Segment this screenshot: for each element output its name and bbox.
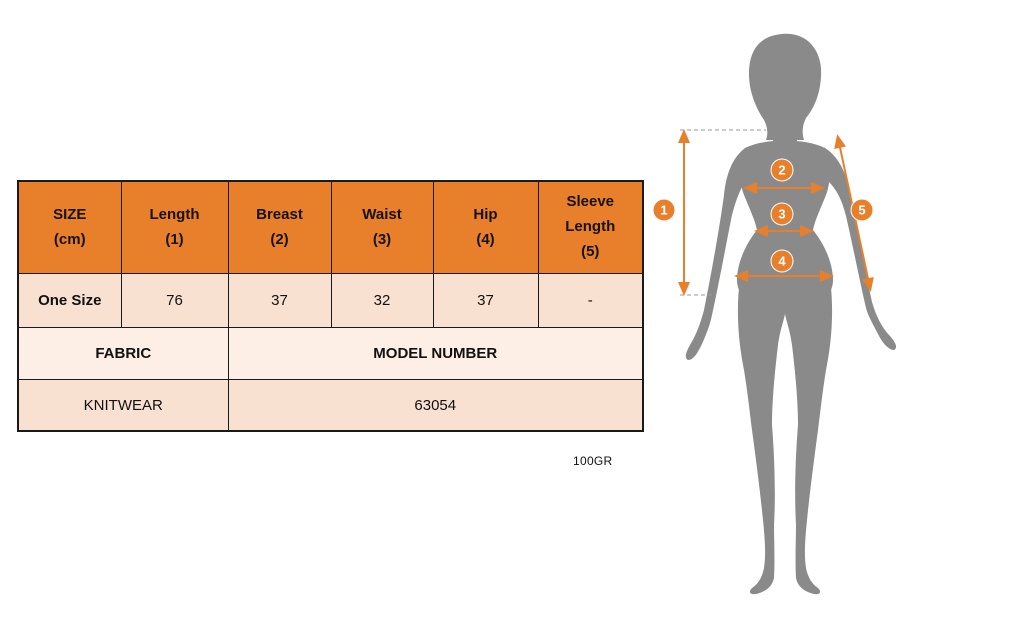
badge-2-number: 2 [778, 163, 785, 178]
cell-sleeve-value: - [537, 273, 644, 328]
figure-svg: 1 2 3 4 5 [652, 33, 897, 595]
table-row-labels: FABRIC MODEL NUMBER [17, 327, 644, 380]
table-row-fabric-values: KNITWEAR 63054 [17, 379, 644, 432]
cell-length-value: 76 [120, 273, 229, 328]
cell-hip-value: 37 [432, 273, 539, 328]
header-sleeve: Sleeve Length (5) [537, 180, 644, 274]
woman-silhouette [685, 33, 897, 595]
cell-waist-value: 32 [330, 273, 434, 328]
silhouette-right-leg [785, 278, 833, 595]
weight-note: 100GR [573, 454, 613, 468]
badge-2-breast: 2 [770, 158, 794, 182]
badge-5-number: 5 [858, 203, 865, 218]
model-number-value: 63054 [227, 379, 644, 432]
fabric-value: KNITWEAR [17, 379, 229, 432]
badge-5-sleeve: 5 [850, 198, 874, 222]
header-breast: Breast (2) [227, 180, 332, 274]
measure-badges: 1 2 3 4 5 [652, 158, 874, 273]
silhouette-left-leg [737, 278, 785, 595]
silhouette-right-arm [820, 148, 897, 350]
header-waist: Waist (3) [330, 180, 434, 274]
cell-breast-value: 37 [227, 273, 332, 328]
table-header-row: SIZE (cm) Length (1) Breast (2) Waist (3… [17, 180, 644, 274]
badge-3-number: 3 [778, 207, 785, 222]
badge-4-number: 4 [778, 254, 786, 269]
guide-lines [680, 129, 766, 296]
header-size: SIZE (cm) [17, 180, 122, 274]
badge-1-length: 1 [652, 198, 676, 222]
table-row-one-size: One Size 76 37 32 37 - [17, 273, 644, 328]
measurement-figure: 1 2 3 4 5 [640, 30, 940, 600]
cell-size-label: One Size [17, 273, 122, 328]
silhouette-head [749, 33, 822, 140]
size-table: SIZE (cm) Length (1) Breast (2) Waist (3… [17, 180, 644, 432]
model-number-label: MODEL NUMBER [227, 327, 644, 380]
badge-4-hip: 4 [770, 249, 794, 273]
header-hip: Hip (4) [432, 180, 539, 274]
fabric-label: FABRIC [17, 327, 229, 380]
header-length: Length (1) [120, 180, 229, 274]
silhouette-left-arm [685, 148, 750, 360]
badge-3-waist: 3 [770, 202, 794, 226]
badge-1-number: 1 [660, 203, 667, 218]
